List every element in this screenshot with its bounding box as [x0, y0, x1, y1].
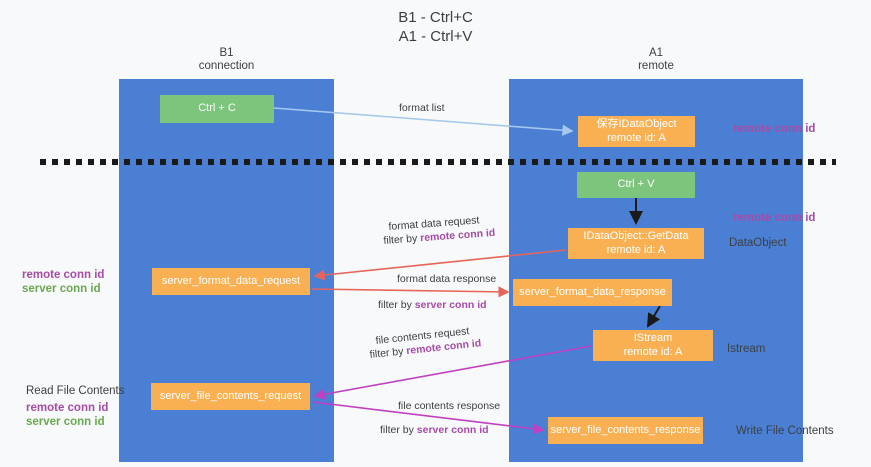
side-label-dataobject: DataObject	[729, 237, 787, 249]
box-server-format-data-request[interactable]: server_format_data_request	[152, 268, 310, 295]
diagram-title: B1 - Ctrl+C A1 - Ctrl+V	[398, 9, 473, 45]
side-label-remote-conn-id-left-1: remote conn id	[22, 269, 105, 281]
side-label-server-conn-id-left-1: server conn id	[22, 283, 101, 295]
box-server-file-contents-request-label: server_file_contents_request	[159, 389, 302, 402]
edge-label-file-contents-response-filter: filter by server conn id	[380, 423, 489, 437]
filter-key-server-conn-id: server conn id	[416, 424, 489, 436]
side-label-istream: Istream	[727, 343, 766, 355]
side-label-write-file-contents: Write File Contents	[736, 425, 834, 437]
phase-divider	[40, 159, 836, 165]
box-server-format-data-request-label: server_format_data_request	[161, 274, 301, 287]
box-server-file-contents-response-label: server_file_contents_response	[550, 423, 701, 436]
side-label-server-conn-id-left-2: server conn id	[26, 416, 105, 428]
filter-key-server-conn-id: server conn id	[414, 299, 487, 311]
box-idataobject-getdata[interactable]: IDataObject::GetData remote id: A	[568, 228, 704, 259]
side-label-remote-conn-id-left-2: remote conn id	[26, 402, 109, 414]
side-label-remote-conn-id-mid: remote conn id	[733, 212, 816, 224]
box-istream[interactable]: IStream remote id: A	[593, 330, 713, 361]
box-server-format-data-response[interactable]: server_format_data_response	[513, 279, 672, 306]
side-label-conn-ids-top: remote conn id server conn id	[22, 268, 104, 296]
filter-prefix: filter by	[380, 424, 417, 436]
box-idataobject-line2: remote id: A	[607, 131, 666, 144]
lane-header-b1: B1 connection	[198, 47, 255, 72]
box-istream-line2: remote id: A	[623, 345, 683, 358]
box-idataobject[interactable]: 保存IDataObject remote id: A	[578, 116, 695, 147]
edge-label-format-data-response-filter: filter by server conn id	[378, 298, 487, 312]
box-istream-line1: IStream	[633, 332, 673, 344]
edge-label-file-contents-response: file contents response	[398, 400, 501, 412]
box-server-format-data-response-label: server_format_data_response	[519, 285, 666, 298]
box-getdata-line2: remote id: A	[606, 243, 666, 256]
edge-label-format-data-response: format data response	[397, 273, 497, 285]
side-label-remote-conn-id-top: remote conn id	[733, 123, 816, 135]
box-ctrl-c[interactable]: Ctrl + C	[160, 95, 274, 123]
filter-prefix: filter by	[383, 232, 421, 247]
box-ctrl-c-label: Ctrl + C	[198, 102, 236, 115]
filter-key-remote-conn-id: remote conn id	[419, 226, 496, 245]
box-server-file-contents-response[interactable]: server_file_contents_response	[548, 417, 703, 444]
box-getdata-line1: IDataObject::GetData	[583, 230, 689, 242]
box-ctrl-v-label: Ctrl + V	[617, 178, 655, 191]
edge-label-format-list: format list	[399, 102, 445, 114]
filter-prefix: filter by	[378, 299, 415, 311]
filter-prefix: filter by	[369, 345, 407, 361]
side-label-conn-ids-bottom: remote conn id server conn id	[26, 401, 108, 429]
box-ctrl-v[interactable]: Ctrl + V	[577, 172, 695, 198]
box-server-file-contents-request[interactable]: server_file_contents_request	[151, 383, 310, 410]
side-label-read-file-contents: Read File Contents	[26, 385, 125, 397]
lane-header-a1: A1 remote	[638, 47, 674, 72]
box-idataobject-line1: 保存IDataObject	[596, 118, 677, 130]
